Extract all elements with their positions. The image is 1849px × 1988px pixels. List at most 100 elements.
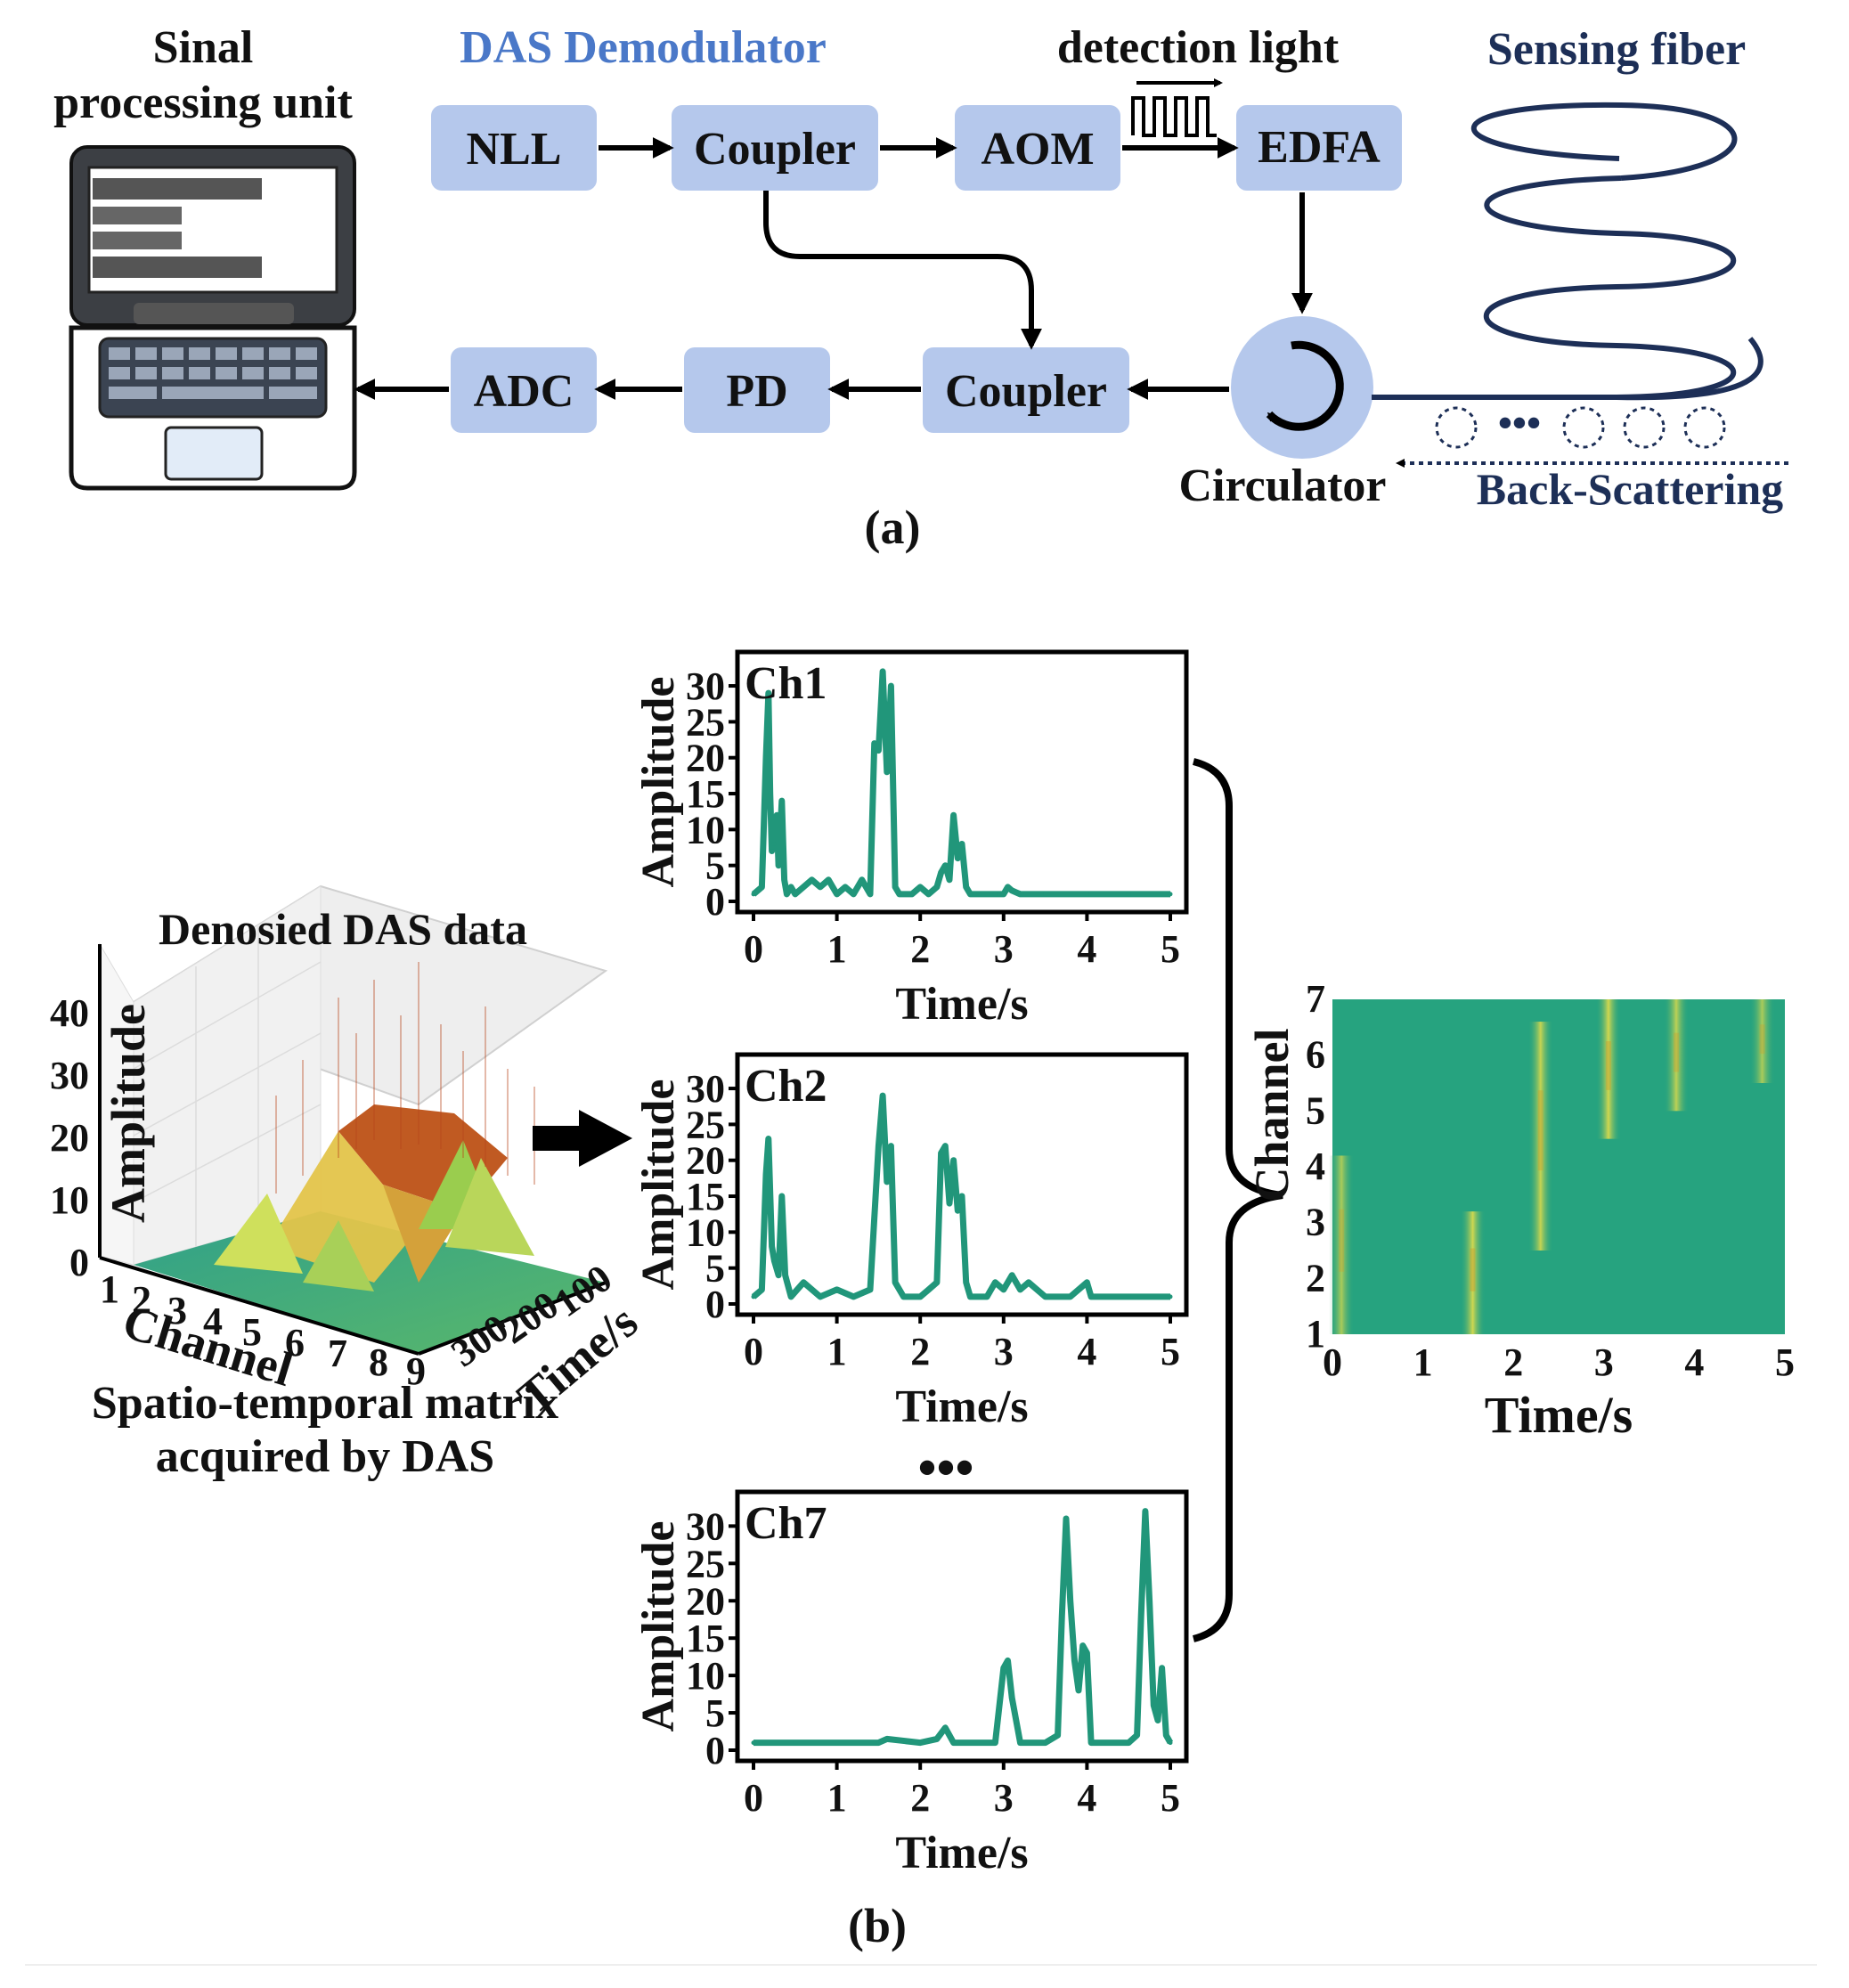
- data-point: [763, 755, 769, 761]
- data-point: [1151, 1703, 1156, 1708]
- data-point: [1168, 1294, 1173, 1300]
- x-tick-label: 2: [910, 927, 930, 971]
- heatmap-hot-band: [1749, 999, 1775, 1083]
- data-point: [766, 1137, 771, 1141]
- data-point: [788, 884, 794, 890]
- data-point: [992, 1740, 998, 1746]
- data-point: [776, 1273, 781, 1278]
- surface-x-tick: 5: [242, 1310, 262, 1354]
- y-tick-label: 10: [686, 1210, 725, 1254]
- data-point: [1001, 892, 1006, 897]
- coupler-top-label: Coupler: [694, 124, 856, 175]
- arrow-to-channels: [533, 1110, 632, 1167]
- y-tick-label: 30: [686, 664, 725, 708]
- heatmap-background: [1332, 999, 1785, 1334]
- data-point: [967, 892, 973, 897]
- nll-box: NLL: [431, 105, 597, 191]
- data-point: [1101, 1294, 1106, 1300]
- data-point: [751, 1740, 756, 1746]
- surface-caption-line2: acquired by DAS: [156, 1431, 494, 1482]
- surface-x-tick: 4: [203, 1300, 223, 1343]
- data-point: [984, 1294, 990, 1300]
- surface-x-tick: 8: [369, 1340, 388, 1384]
- edfa-box: EDFA: [1236, 105, 1402, 191]
- series-line: [751, 1092, 1170, 1300]
- data-point: [818, 1294, 823, 1300]
- edfa-label: EDFA: [1258, 122, 1381, 173]
- heatmap-hot-core: [1537, 1090, 1544, 1171]
- data-point: [872, 741, 877, 746]
- x-tick-label: 3: [994, 1776, 1014, 1820]
- adc-box: ADC: [451, 347, 597, 433]
- heatmap-y-tick: 6: [1306, 1033, 1325, 1077]
- data-point: [934, 1280, 940, 1285]
- heatmap-x-tick: 0: [1323, 1340, 1342, 1384]
- caption-a: (a): [865, 501, 921, 554]
- data-point: [766, 690, 771, 696]
- heatmap-x-tick: 4: [1684, 1340, 1704, 1384]
- data-point: [867, 1287, 873, 1292]
- data-point: [810, 877, 814, 883]
- heatmap-y-tick: 4: [1306, 1145, 1325, 1188]
- data-point: [1084, 892, 1089, 897]
- data-point: [897, 892, 902, 897]
- data-point: [801, 1280, 806, 1285]
- data-point: [771, 842, 777, 846]
- sensing-fiber-title: Sensing fiber: [1487, 24, 1746, 75]
- signal-arrows: [354, 137, 1313, 400]
- coupler-top-box: Coupler: [672, 105, 878, 191]
- surface-z-tick: 0: [69, 1241, 89, 1284]
- data-point: [951, 1740, 957, 1746]
- data-point: [917, 1294, 923, 1300]
- data-point: [1126, 892, 1131, 897]
- backscatter-label: Back-Scattering: [1477, 464, 1783, 514]
- data-point: [1088, 1294, 1094, 1300]
- data-point: [851, 1294, 856, 1300]
- surface-z-tick: 20: [50, 1116, 89, 1160]
- data-point: [1006, 1658, 1010, 1663]
- heatmap-y-tick: 5: [1306, 1088, 1325, 1132]
- backscatter-icons: [1396, 406, 1788, 468]
- y-axis-label: Amplitude: [633, 1080, 684, 1291]
- circulator-icon: [1231, 316, 1373, 459]
- data-point: [964, 1280, 969, 1285]
- data-point: [1088, 1740, 1094, 1746]
- y-tick-label: 10: [686, 1654, 725, 1698]
- laptop-icon: [69, 145, 357, 491]
- data-point: [1009, 1695, 1014, 1700]
- heatmap-y-tick: 7: [1306, 977, 1325, 1021]
- data-point: [992, 892, 998, 897]
- data-point: [771, 1259, 777, 1264]
- x-axis-label: Time/s: [895, 1381, 1028, 1432]
- coupler-bottom-label: Coupler: [945, 366, 1107, 417]
- data-point: [1147, 1598, 1153, 1603]
- data-point: [1071, 1658, 1077, 1663]
- data-point: [1018, 1740, 1022, 1746]
- surface-z-tick: 10: [50, 1178, 89, 1222]
- data-point: [1009, 888, 1014, 893]
- detection-light-title: detection light: [1057, 22, 1340, 73]
- data-point: [876, 1740, 881, 1746]
- heatmap-hot-core: [1759, 1024, 1765, 1055]
- adc-label: ADC: [474, 366, 574, 417]
- x-tick-label: 1: [827, 927, 847, 971]
- x-tick-label: 0: [744, 927, 763, 971]
- data-point: [818, 884, 823, 890]
- x-tick-label: 4: [1077, 1330, 1096, 1373]
- x-tick-label: 3: [994, 1330, 1014, 1373]
- data-point: [1001, 1666, 1006, 1671]
- data-point: [1068, 1294, 1073, 1300]
- data-point: [1026, 1280, 1031, 1285]
- data-point: [934, 884, 940, 890]
- data-point: [1168, 892, 1173, 897]
- nll-label: NLL: [467, 124, 562, 175]
- data-point: [843, 884, 848, 890]
- data-point: [782, 877, 787, 883]
- backscatter-ellipsis: •••: [1498, 400, 1541, 445]
- data-point: [1009, 1273, 1014, 1278]
- brace: [1192, 758, 1283, 1642]
- data-point: [880, 1093, 885, 1098]
- data-point: [939, 870, 944, 876]
